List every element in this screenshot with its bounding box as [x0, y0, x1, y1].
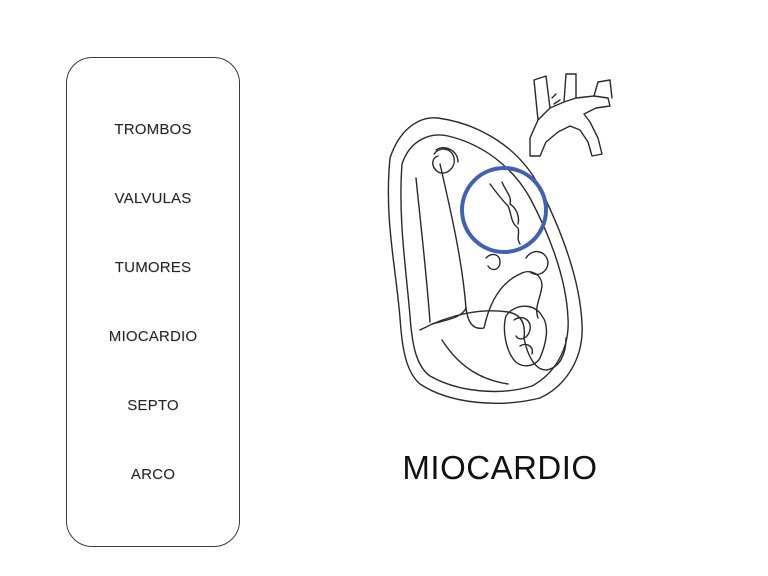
heart-sketch-diagram	[387, 73, 613, 404]
diagram-title: MIOCARDIO	[402, 449, 598, 486]
menu-item-tumores[interactable]: TUMORES	[114, 259, 192, 276]
menu-item-arco[interactable]: ARCO	[130, 466, 176, 483]
highlight-circle	[460, 166, 548, 254]
menu-item-valvulas[interactable]: VALVULAS	[114, 190, 192, 207]
menu-item-septo[interactable]: SEPTO	[127, 397, 179, 414]
menu-item-trombos[interactable]: TROMBOS	[114, 121, 192, 138]
tissue-mass	[503, 305, 548, 367]
menu-item-miocardio[interactable]: MIOCARDIO	[108, 328, 198, 345]
aortic-arch-sketch	[529, 73, 613, 157]
heart-outline	[387, 117, 583, 404]
topic-menu-panel: TROMBOS VALVULAS TUMORES MIOCARDIO SEPTO…	[66, 57, 240, 547]
